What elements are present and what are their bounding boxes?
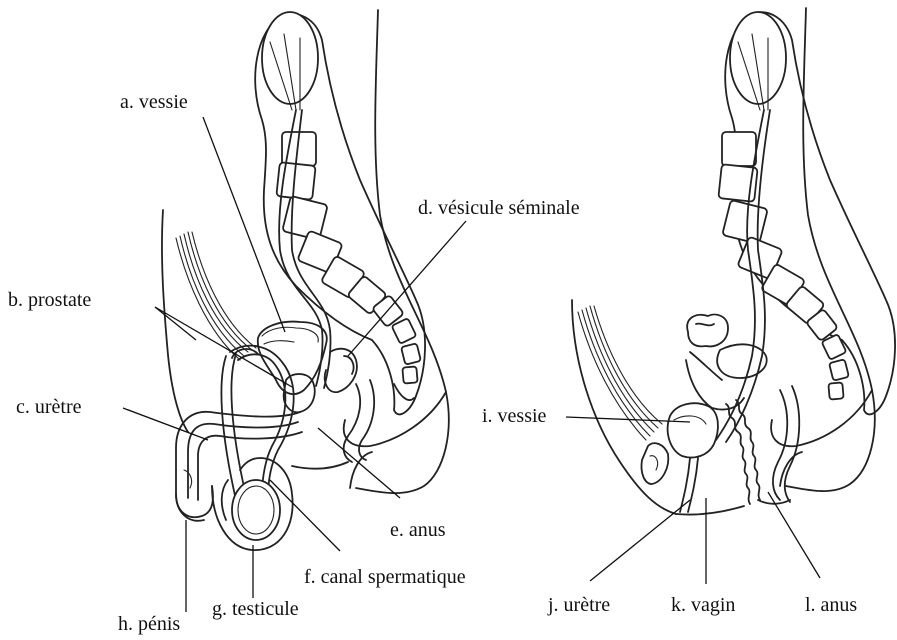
label-i-vessie: i. vessie (482, 405, 547, 427)
label-g-testicule: g. testicule (212, 598, 299, 620)
label-e-anus: e. anus (390, 519, 446, 541)
label-f-canal-spermatique: f. canal spermatique (304, 566, 466, 588)
label-h-penis: h. pénis (118, 613, 180, 635)
label-c-uretre: c. urètre (16, 396, 82, 418)
female-labels: i. vessie j. urètre k. vagin l. anus (482, 405, 857, 616)
label-j-uretre: j. urètre (547, 594, 610, 616)
male-anatomy-drawing (162, 10, 449, 550)
label-k-vagin: k. vagin (671, 594, 735, 616)
female-anatomy-drawing (572, 8, 895, 515)
label-l-anus: l. anus (805, 594, 857, 616)
female-leader-lines (566, 417, 820, 584)
label-b-prostate: b. prostate (8, 289, 91, 311)
label-a-vessie: a. vessie (120, 91, 188, 113)
label-d-vesicule-seminale: d. vésicule séminale (418, 197, 580, 219)
